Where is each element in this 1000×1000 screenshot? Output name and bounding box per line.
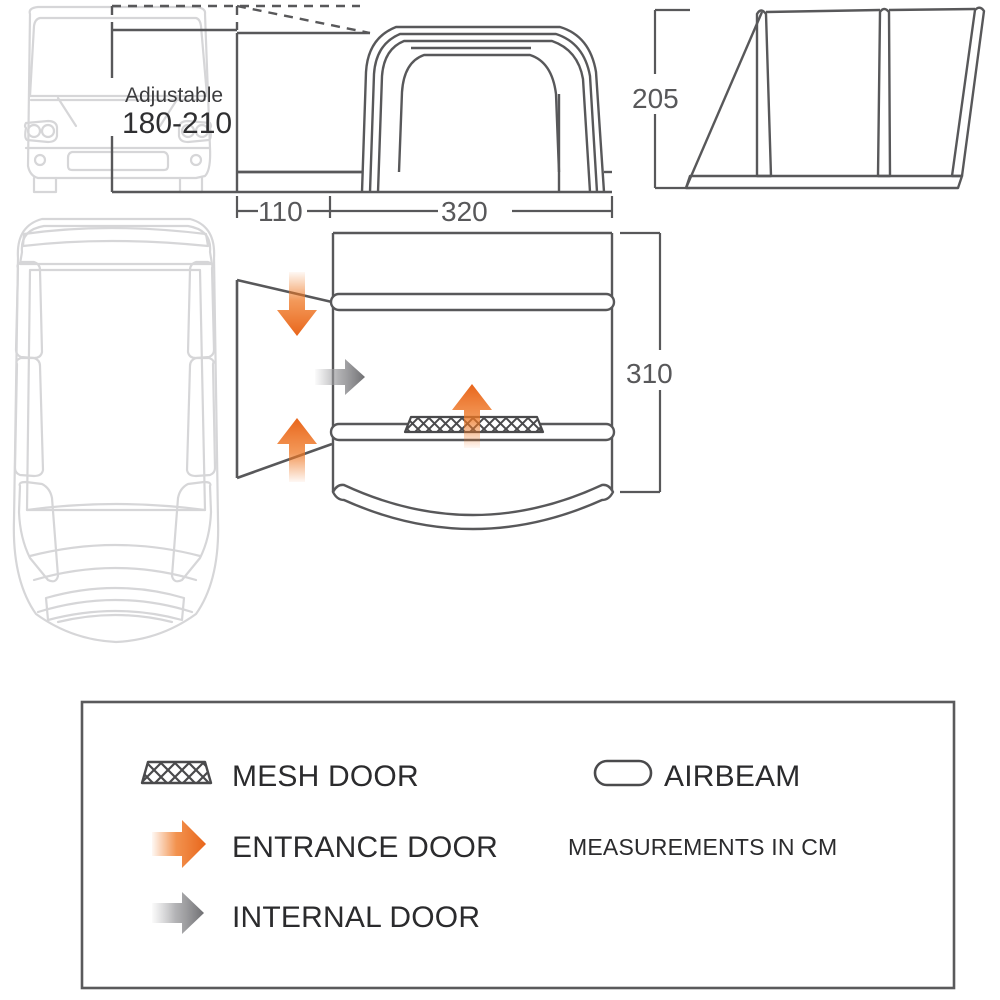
legend-box [80, 700, 956, 990]
legend-item-internal-door: INTERNAL DOOR [152, 892, 480, 934]
entrance-door-arrow-mesh [452, 384, 492, 448]
arrow-right-icon-internal [152, 892, 204, 934]
entrance-door-arrow-down [277, 272, 317, 336]
legend-measurement-note: MEASUREMENTS IN CM [568, 834, 837, 860]
airbeam-middle-rear [329, 292, 616, 312]
vehicle-front-view [23, 5, 213, 194]
entrance-door-arrow-up [277, 418, 317, 482]
projection-dashed-lines [110, 4, 371, 35]
horizontal-dimension-line [235, 196, 614, 218]
legend-item-airbeam: AIRBEAM [593, 759, 800, 793]
arrow-right-icon-entrance [152, 820, 206, 868]
internal-door-arrow [315, 359, 365, 395]
dimension-205-label: 205 [632, 83, 679, 114]
awning-side-elevation [235, 25, 612, 194]
dimension-310-line [620, 231, 662, 494]
airbeam-front-curved [331, 483, 615, 531]
adjustable-range-value: 180-210 [122, 107, 232, 140]
dimension-205-line [653, 8, 690, 190]
capsule-icon [593, 759, 653, 787]
legend-label-entrance-door: ENTRANCE DOOR [232, 831, 498, 864]
tunnel-connector-plan [235, 278, 333, 480]
legend-label-mesh-door: MESH DOOR [232, 760, 419, 793]
awning-plan-view [331, 231, 614, 492]
vehicle-height-reference-lines [110, 28, 237, 194]
legend-label-internal-door: INTERNAL DOOR [232, 901, 480, 934]
legend-item-mesh-door: MESH DOOR [140, 760, 419, 793]
dimension-320-label: 320 [441, 196, 488, 227]
awning-rear-elevation [684, 6, 986, 190]
legend-item-entrance-door: ENTRANCE DOOR [152, 820, 498, 868]
dimension-110-label: 110 [258, 196, 303, 227]
mesh-icon [140, 760, 213, 785]
dimension-310-label: 310 [626, 358, 673, 389]
legend-label-airbeam: AIRBEAM [664, 760, 800, 793]
adjustable-label: Adjustable [125, 84, 223, 107]
vehicle-plan-view [12, 217, 220, 644]
